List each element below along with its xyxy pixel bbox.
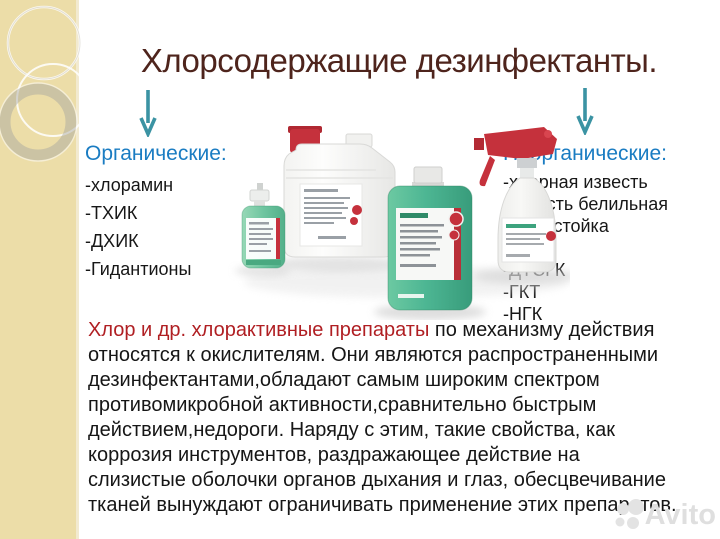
slide-title: Хлорсодержащие дезинфектанты. [140, 42, 658, 79]
avito-watermark-text: Avito [644, 498, 716, 531]
description-paragraph: Хлор и др. хлорактивные препараты по мех… [88, 318, 680, 518]
organic-header: Органические: [85, 142, 227, 165]
avito-dots-logo-icon [615, 499, 644, 529]
avito-watermark: Avito [611, 497, 716, 533]
list-item: -ТХИК [85, 203, 138, 223]
list-item: -хлорамин [85, 175, 174, 195]
canister [283, 126, 396, 258]
paragraph-lead: Хлор и др. хлорактивные препараты [88, 319, 430, 341]
disinfectant-products-photo [235, 126, 570, 320]
small-green-bottle [241, 183, 286, 269]
organic-column: Органические: -хлорамин -ТХИК -ДХИК -Гид… [85, 142, 235, 283]
organic-list: -хлорамин -ТХИК -ДХИК -Гидантионы [85, 171, 235, 283]
green-bottle [387, 166, 473, 311]
paragraph-body: по механизму действия относятся к окисли… [88, 319, 677, 516]
list-item: -ДХИК [85, 231, 139, 251]
decor-sidebar [0, 0, 79, 539]
down-arrow-icon [139, 90, 157, 137]
spray-bottle [474, 127, 557, 273]
down-arrow-icon [576, 88, 594, 135]
list-item: -НГК [503, 304, 543, 324]
list-item: -Гидантионы [85, 259, 192, 279]
